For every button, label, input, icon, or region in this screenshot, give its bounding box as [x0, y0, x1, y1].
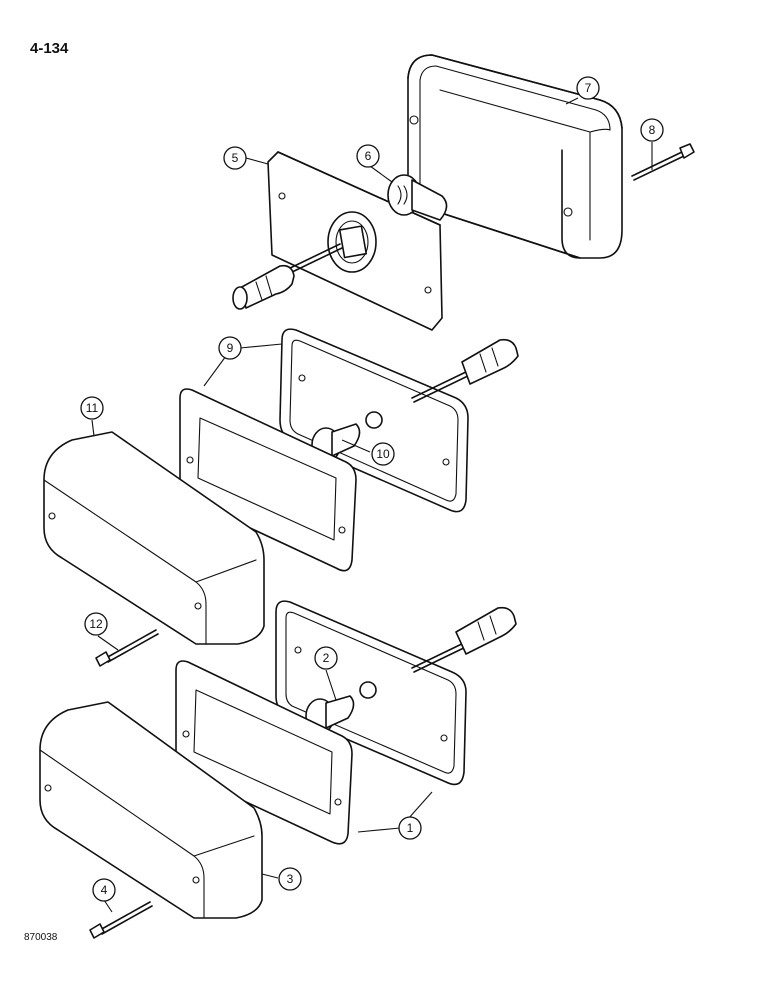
- lens-lower-part-3: [39, 701, 263, 919]
- callout-2: 2: [314, 646, 338, 670]
- figure-code: 870038: [24, 932, 58, 943]
- callout-1: 1: [398, 816, 422, 840]
- svg-text:12: 12: [89, 617, 103, 631]
- lower-plate-wire-plug: [411, 606, 517, 673]
- svg-text:6: 6: [365, 149, 372, 163]
- callout-3: 3: [278, 867, 302, 891]
- svg-text:4: 4: [101, 883, 108, 897]
- callout-6: 6: [356, 144, 380, 168]
- callout-7: 7: [576, 76, 600, 100]
- lens-upper-part-11: [43, 431, 265, 645]
- callout-8: 8: [640, 118, 664, 142]
- svg-text:11: 11: [86, 401, 99, 415]
- svg-text:10: 10: [376, 447, 390, 461]
- svg-text:8: 8: [649, 123, 656, 137]
- svg-text:3: 3: [287, 872, 294, 886]
- bulb-part-6: [387, 174, 448, 221]
- callout-9: 9: [218, 336, 242, 360]
- callout-12: 12: [84, 612, 108, 636]
- callout-4: 4: [92, 878, 116, 902]
- svg-text:5: 5: [232, 151, 239, 165]
- screw-part-8: [631, 143, 695, 181]
- svg-text:1: 1: [407, 821, 414, 835]
- screw-part-12: [95, 629, 159, 667]
- svg-text:7: 7: [585, 81, 592, 95]
- callout-11: 11: [80, 396, 104, 420]
- callout-5: 5: [223, 146, 247, 170]
- mounting-plate-part-5: [267, 151, 443, 331]
- plate-wire-plug: [232, 243, 343, 310]
- svg-text:9: 9: [227, 341, 234, 355]
- screw-part-4: [89, 901, 153, 939]
- upper-plate-wire-plug: [411, 338, 519, 403]
- page-number: 4-134: [30, 40, 69, 57]
- svg-text:2: 2: [323, 651, 330, 665]
- callout-10: 10: [371, 442, 395, 466]
